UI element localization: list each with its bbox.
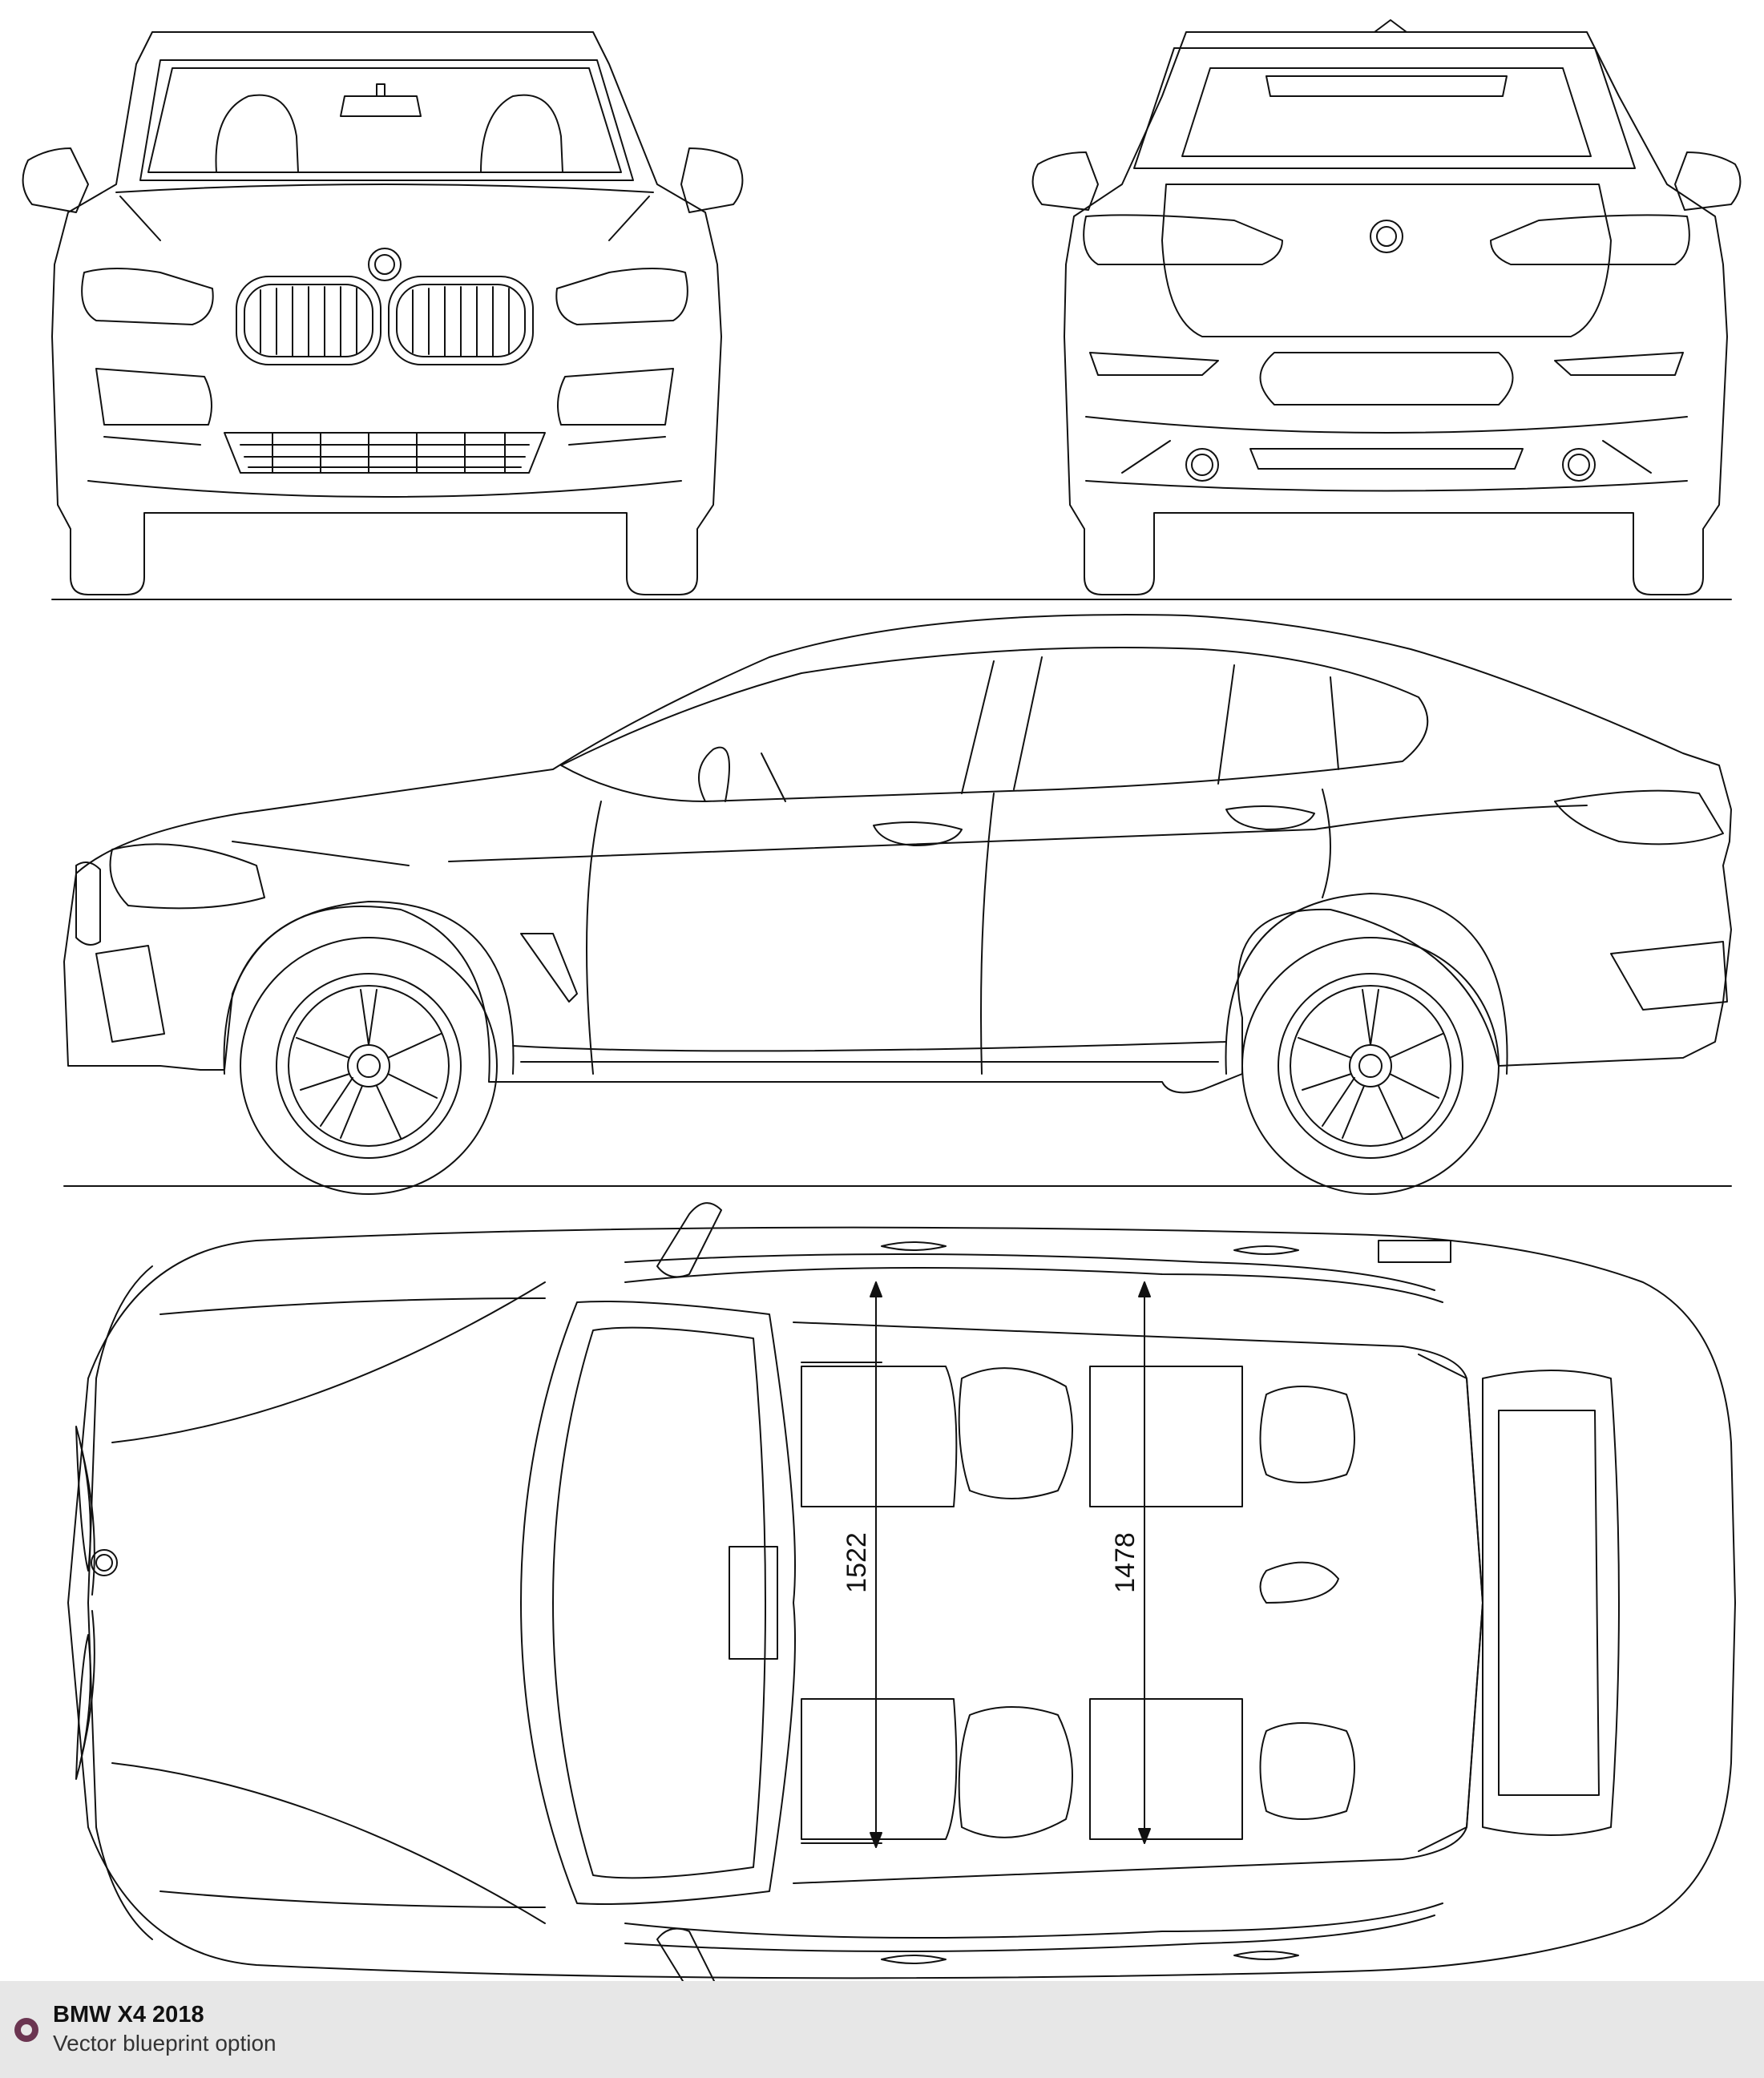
top-view	[67, 1202, 1736, 1981]
footer-subtitle: Vector blueprint option	[53, 2031, 277, 2056]
blueprint-drawing: 1522 1478	[22, 19, 1742, 1981]
front-track-label: 1522	[842, 1532, 872, 1593]
footer-bar: BMW X4 2018 Vector blueprint option	[0, 1981, 1764, 2078]
dimension-lines	[870, 1281, 1151, 1848]
front-view	[22, 31, 744, 595]
rear-track-label: 1478	[1110, 1532, 1140, 1593]
ring-icon	[14, 2018, 38, 2042]
rear-view	[1031, 19, 1742, 595]
side-view	[63, 614, 1732, 1195]
footer-title: BMW X4 2018	[53, 2002, 204, 2028]
